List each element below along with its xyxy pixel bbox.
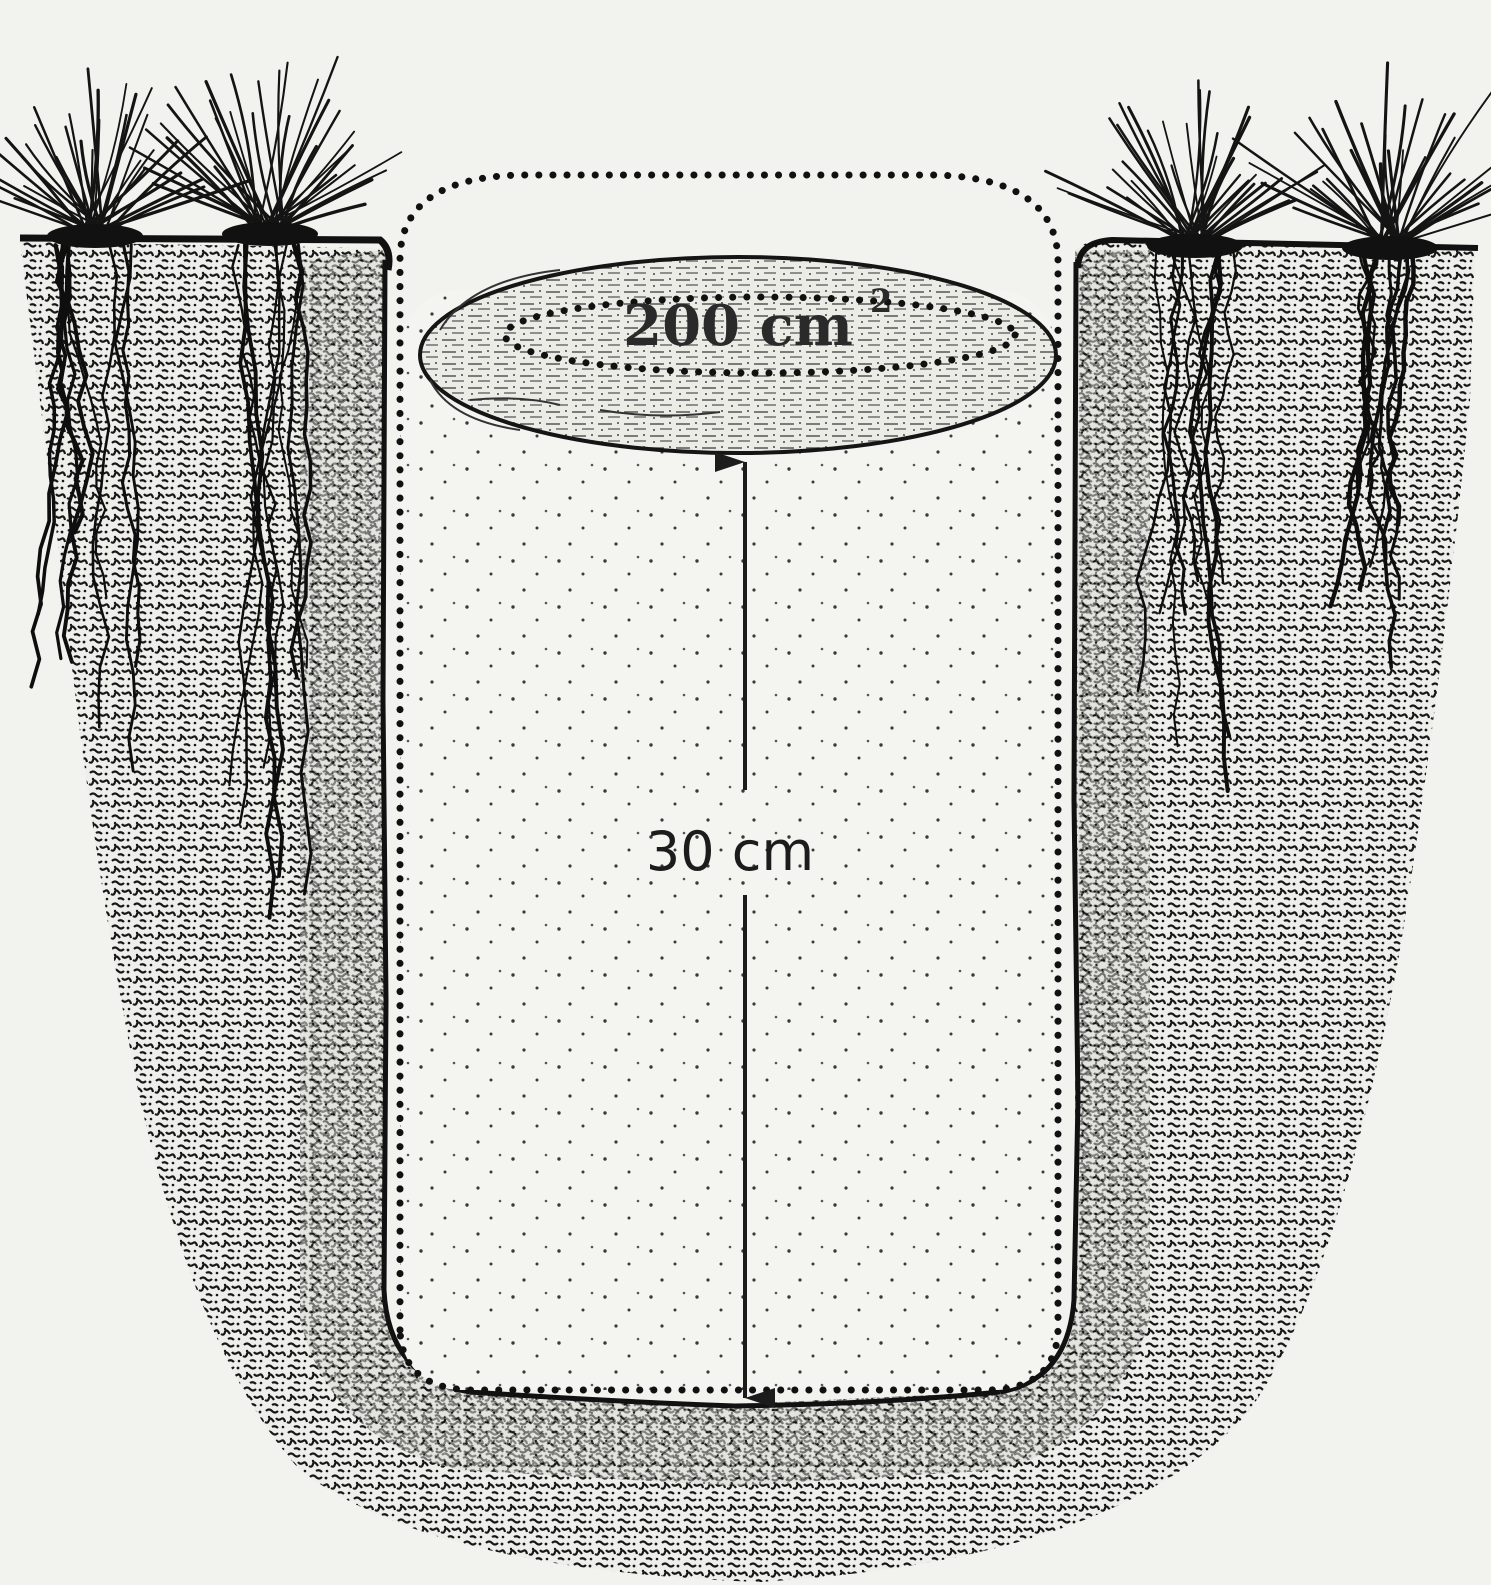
grass-tuft-icon xyxy=(1233,63,1491,260)
area-label-superscript: 2 xyxy=(870,282,892,320)
grass-tuft-icon xyxy=(1046,80,1324,258)
area-label: 200 cm xyxy=(623,293,853,359)
grass-tuft-icon xyxy=(130,57,401,246)
depth-label: 30 cm xyxy=(646,820,814,883)
